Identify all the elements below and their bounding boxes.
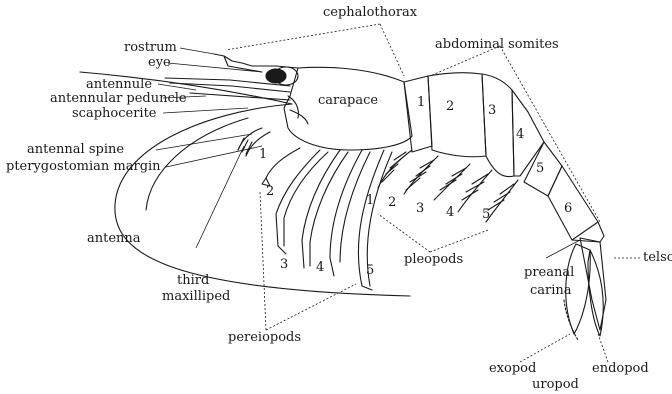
pereiopod-number-2: 2 [266,185,274,199]
label-abdominal-somites: abdominal somites [435,38,559,52]
pereiopod-number-3: 3 [280,258,288,272]
pereiopod-number-5: 5 [366,264,374,278]
label-antennular-peduncle: antennular peduncle [50,92,187,106]
pleopod-number-5: 5 [482,208,490,222]
somite-1 [404,76,432,152]
label-antennule: antennule [86,78,152,92]
somite-number-6: 6 [564,202,572,216]
rostrum-shape [214,54,298,68]
label-telson: telso [643,251,672,265]
pleopod-number-3: 3 [416,202,424,216]
somite-number-2: 2 [446,100,454,114]
somite-number-5: 5 [536,162,544,176]
label-cephalothorax: cephalothorax [323,6,417,20]
antenna-inner-strand [146,118,248,210]
label-carapace: carapace [318,94,378,108]
label-antenna: antenna [87,232,141,246]
pereiopod-2 [276,150,320,254]
label-carina: carina [530,284,572,298]
label-pterygostomian-margin: pterygostomian margin [6,160,161,174]
label-pleopods: pleopods [404,253,463,267]
label-eye: eye [148,56,171,70]
carapace-shape [284,67,412,150]
somite-2 [428,73,486,157]
label-preanal: preanal [524,266,574,280]
pereiopod-number-4: 4 [316,261,324,275]
label-endopod: endopod [592,362,649,376]
label-exopod: exopod [489,362,536,376]
pleopod-number-2: 2 [388,196,396,210]
somite-number-3: 3 [488,104,496,118]
label-rostrum: rostrum [124,41,177,55]
somite-6 [548,166,598,240]
pereiopod-4 [330,150,362,276]
somite-number-4: 4 [516,128,524,142]
label-antennal-spine: antennal spine [27,143,124,157]
pereiopod-3 [302,150,340,268]
label-third-maxilliped-2: maxilliped [162,290,230,304]
somite-3 [482,74,514,177]
pereiopod-number-1: 1 [259,148,267,162]
label-third-maxilliped-1: third [177,274,209,288]
label-scaphocerite: scaphocerite [72,107,157,121]
label-uropod: uropod [532,378,579,392]
pleopod-number-1: 1 [366,194,374,208]
pleopod-number-4: 4 [446,206,454,220]
label-pereiopods: pereiopods [228,331,301,345]
somite-number-1: 1 [417,96,425,110]
